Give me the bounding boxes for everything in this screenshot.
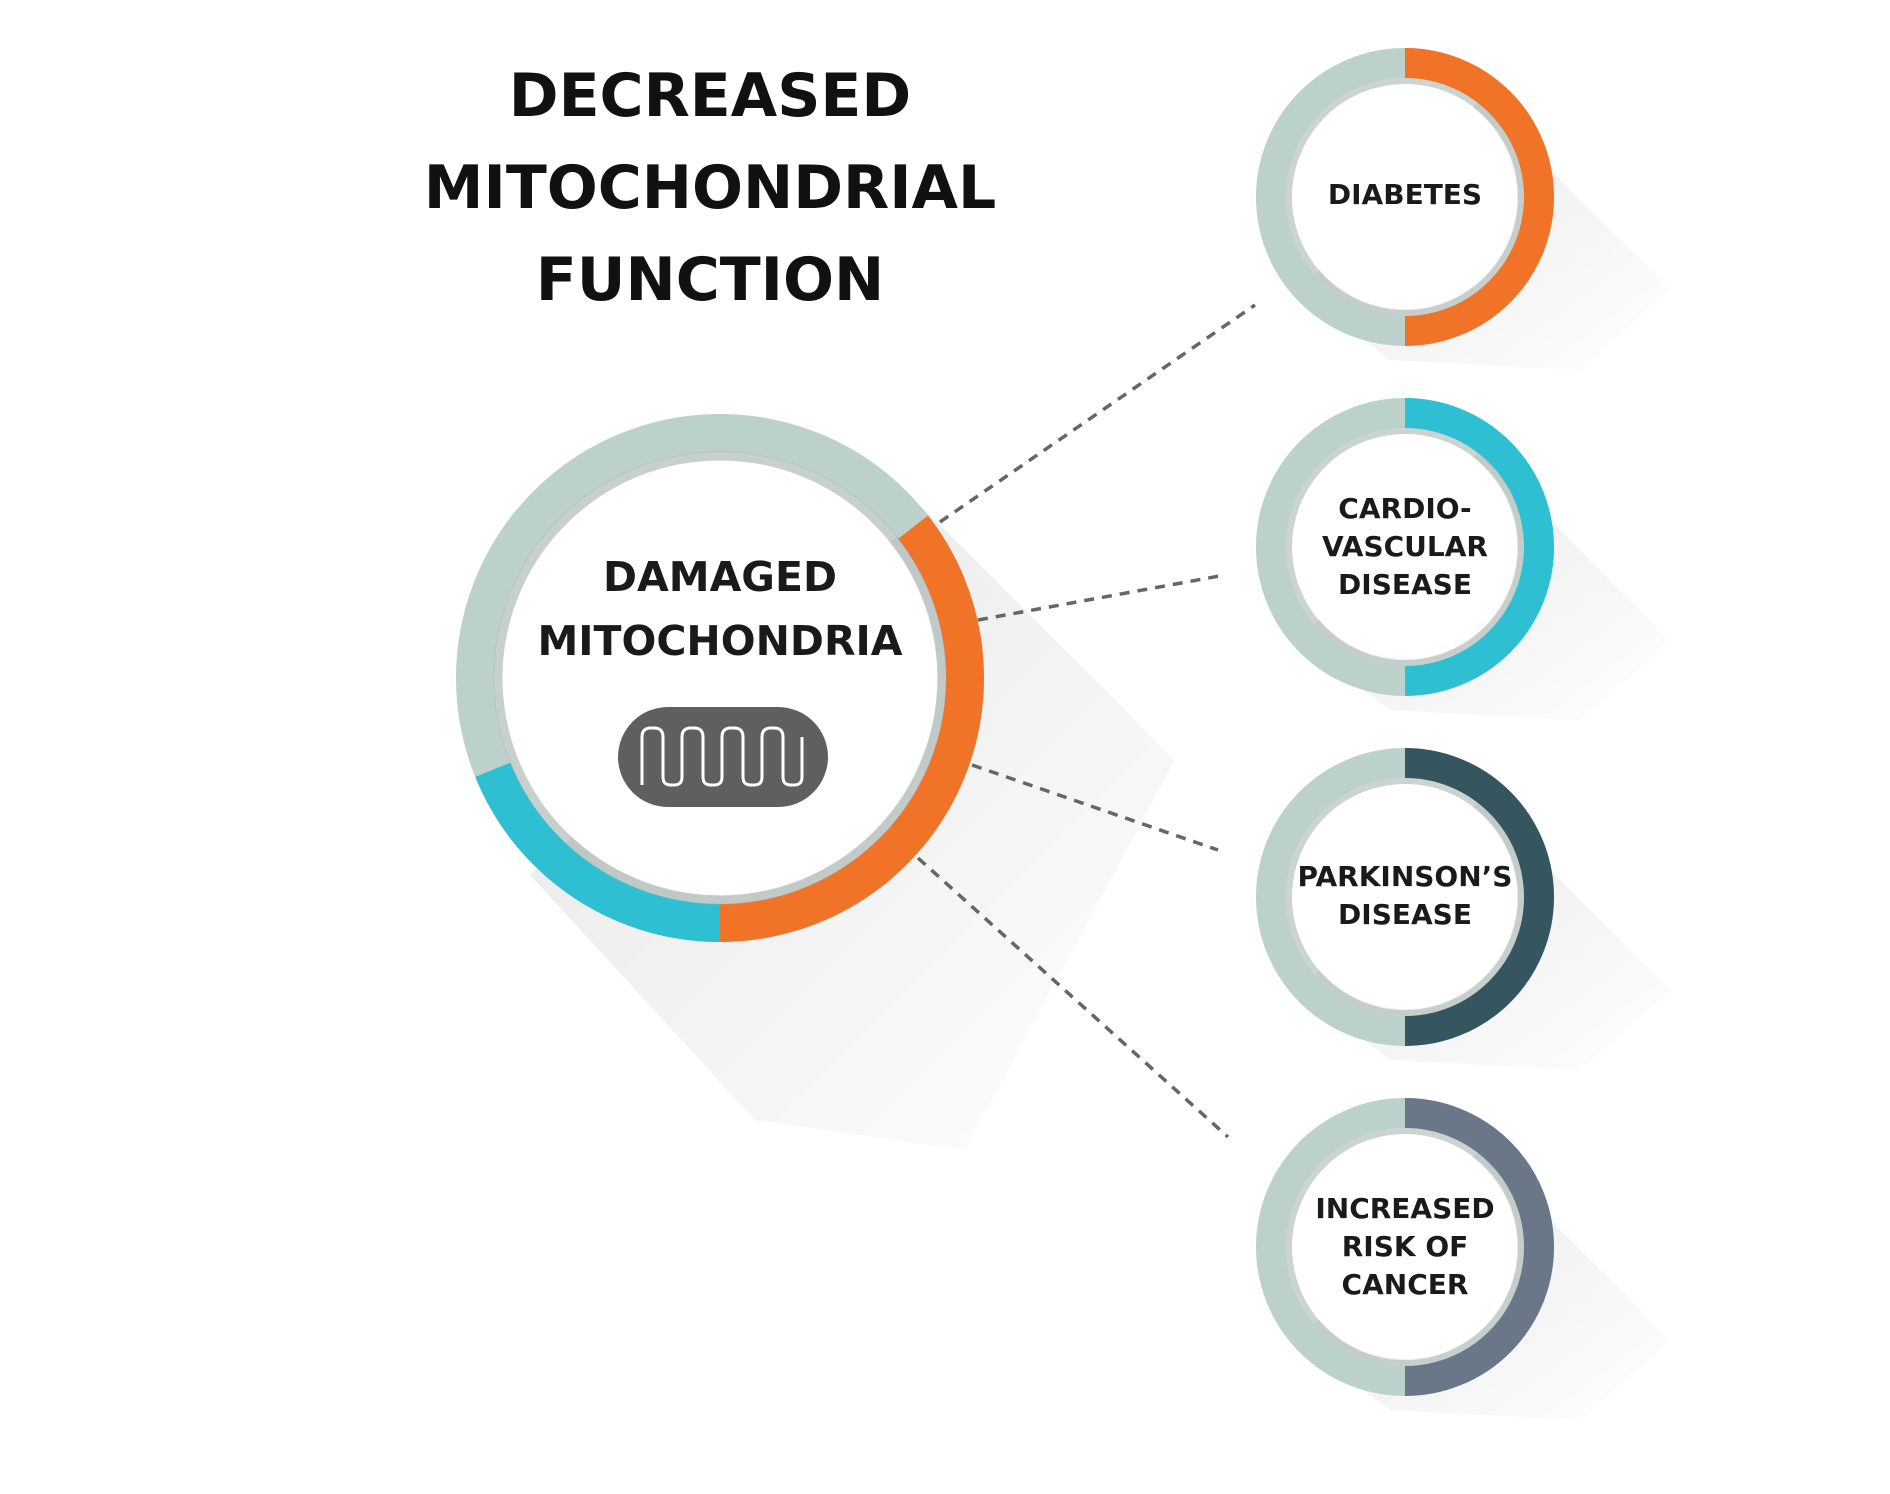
node-label-line: DISEASE [1338,568,1472,601]
node-label-line: INCREASED [1315,1192,1495,1225]
node-label-cancer: INCREASED RISK OF CANCER [1290,1190,1520,1304]
parkinsons-disc [1293,785,1517,1009]
connector-parkinsons [971,763,1219,852]
connector-cardio [977,573,1226,622]
node-label-line: DIABETES [1327,178,1483,211]
node-label-diabetes: DIABETES [1290,176,1520,214]
title-line-1: DECREASED [508,61,912,131]
node-label-line: PARKINSON’S [1297,860,1513,893]
title-line-3: FUNCTION [535,245,885,315]
diabetes-inner-ring [1286,78,1524,316]
node-cancer [1256,1098,1554,1396]
connector-diabetes [939,303,1256,524]
center-label-line-2: MITOCHONDRIA [537,617,903,665]
center-label: DAMAGED MITOCHONDRIA [480,545,960,673]
center-node [456,414,984,942]
mitochondrion-icon [618,707,828,807]
node-label-parkinsons: PARKINSON’S DISEASE [1285,858,1525,934]
node-diabetes [1256,48,1554,346]
center-inner-ring [493,451,947,905]
center-label-line-1: DAMAGED [603,553,837,601]
center-disc [503,461,937,895]
cardio-disc [1293,435,1517,659]
connectors [916,303,1256,1139]
center-ring-orange-arc [719,515,984,942]
node-parkinsons [1256,748,1554,1046]
node-label-line: CANCER [1341,1268,1469,1301]
node-label-line: CARDIO- [1338,492,1472,525]
node-label-line: DISEASE [1338,898,1472,931]
diabetes-disc [1293,85,1517,309]
node-label-line: VASCULAR [1322,530,1488,563]
parkinsons-inner-ring [1286,778,1524,1016]
page-title: DECREASED MITOCHONDRIAL FUNCTION [330,50,1090,326]
cardio-inner-ring [1286,428,1524,666]
cancer-ring-accent [1404,1098,1554,1396]
cancer-disc [1293,1135,1517,1359]
node-label-cardio: CARDIO- VASCULAR DISEASE [1290,490,1520,604]
diabetes-ring-accent [1404,48,1554,346]
cancer-inner-ring [1286,1128,1524,1366]
title-line-2: MITOCHONDRIAL [423,153,997,223]
cardio-ring-accent [1404,398,1554,696]
center-ring-cyan-arc [475,762,721,942]
parkinsons-ring-accent [1404,748,1554,1046]
node-label-line: RISK OF [1341,1230,1469,1263]
node-cardio [1256,398,1554,696]
connector-cancer [916,856,1230,1139]
